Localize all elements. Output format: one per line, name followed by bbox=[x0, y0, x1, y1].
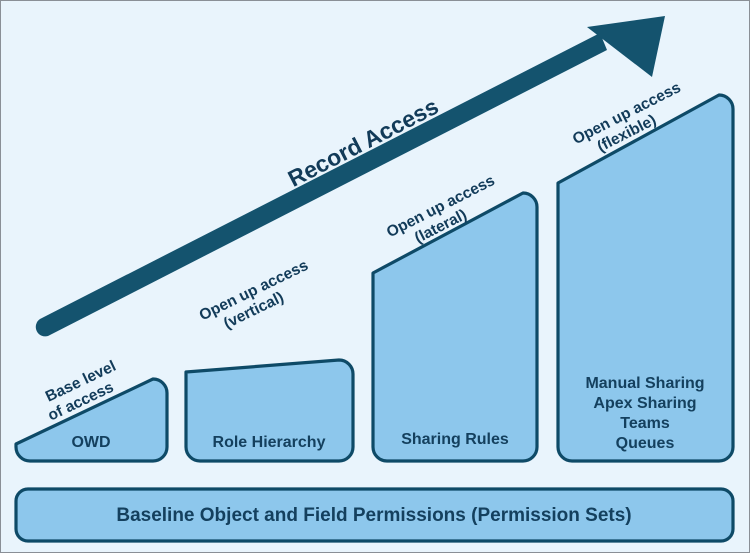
annotation-role-hierarchy: Open up access (vertical) bbox=[197, 257, 311, 333]
step-label-manual-sharing-line4: Queues bbox=[616, 435, 675, 452]
baseline-permissions-label: Baseline Object and Field Permissions (P… bbox=[116, 505, 631, 526]
step-shape-owd[interactable] bbox=[14, 377, 169, 463]
step-label-role-hierarchy: Role Hierarchy bbox=[213, 434, 326, 451]
baseline-permissions-bar[interactable] bbox=[14, 487, 735, 543]
step-label-manual-sharing-line2: Apex Sharing bbox=[593, 395, 696, 412]
record-access-arrow bbox=[35, 16, 665, 337]
step-label-sharing-rules: Sharing Rules bbox=[401, 431, 509, 448]
step-label-manual-sharing-line3: Teams bbox=[620, 415, 670, 432]
step-shape-sharing-rules[interactable] bbox=[371, 191, 539, 463]
step-label-owd: OWD bbox=[71, 434, 110, 451]
step-shape-role-hierarchy[interactable] bbox=[184, 358, 355, 463]
step-shape-manual-sharing[interactable] bbox=[556, 93, 735, 463]
step-label-manual-sharing-line1: Manual Sharing bbox=[585, 375, 704, 392]
